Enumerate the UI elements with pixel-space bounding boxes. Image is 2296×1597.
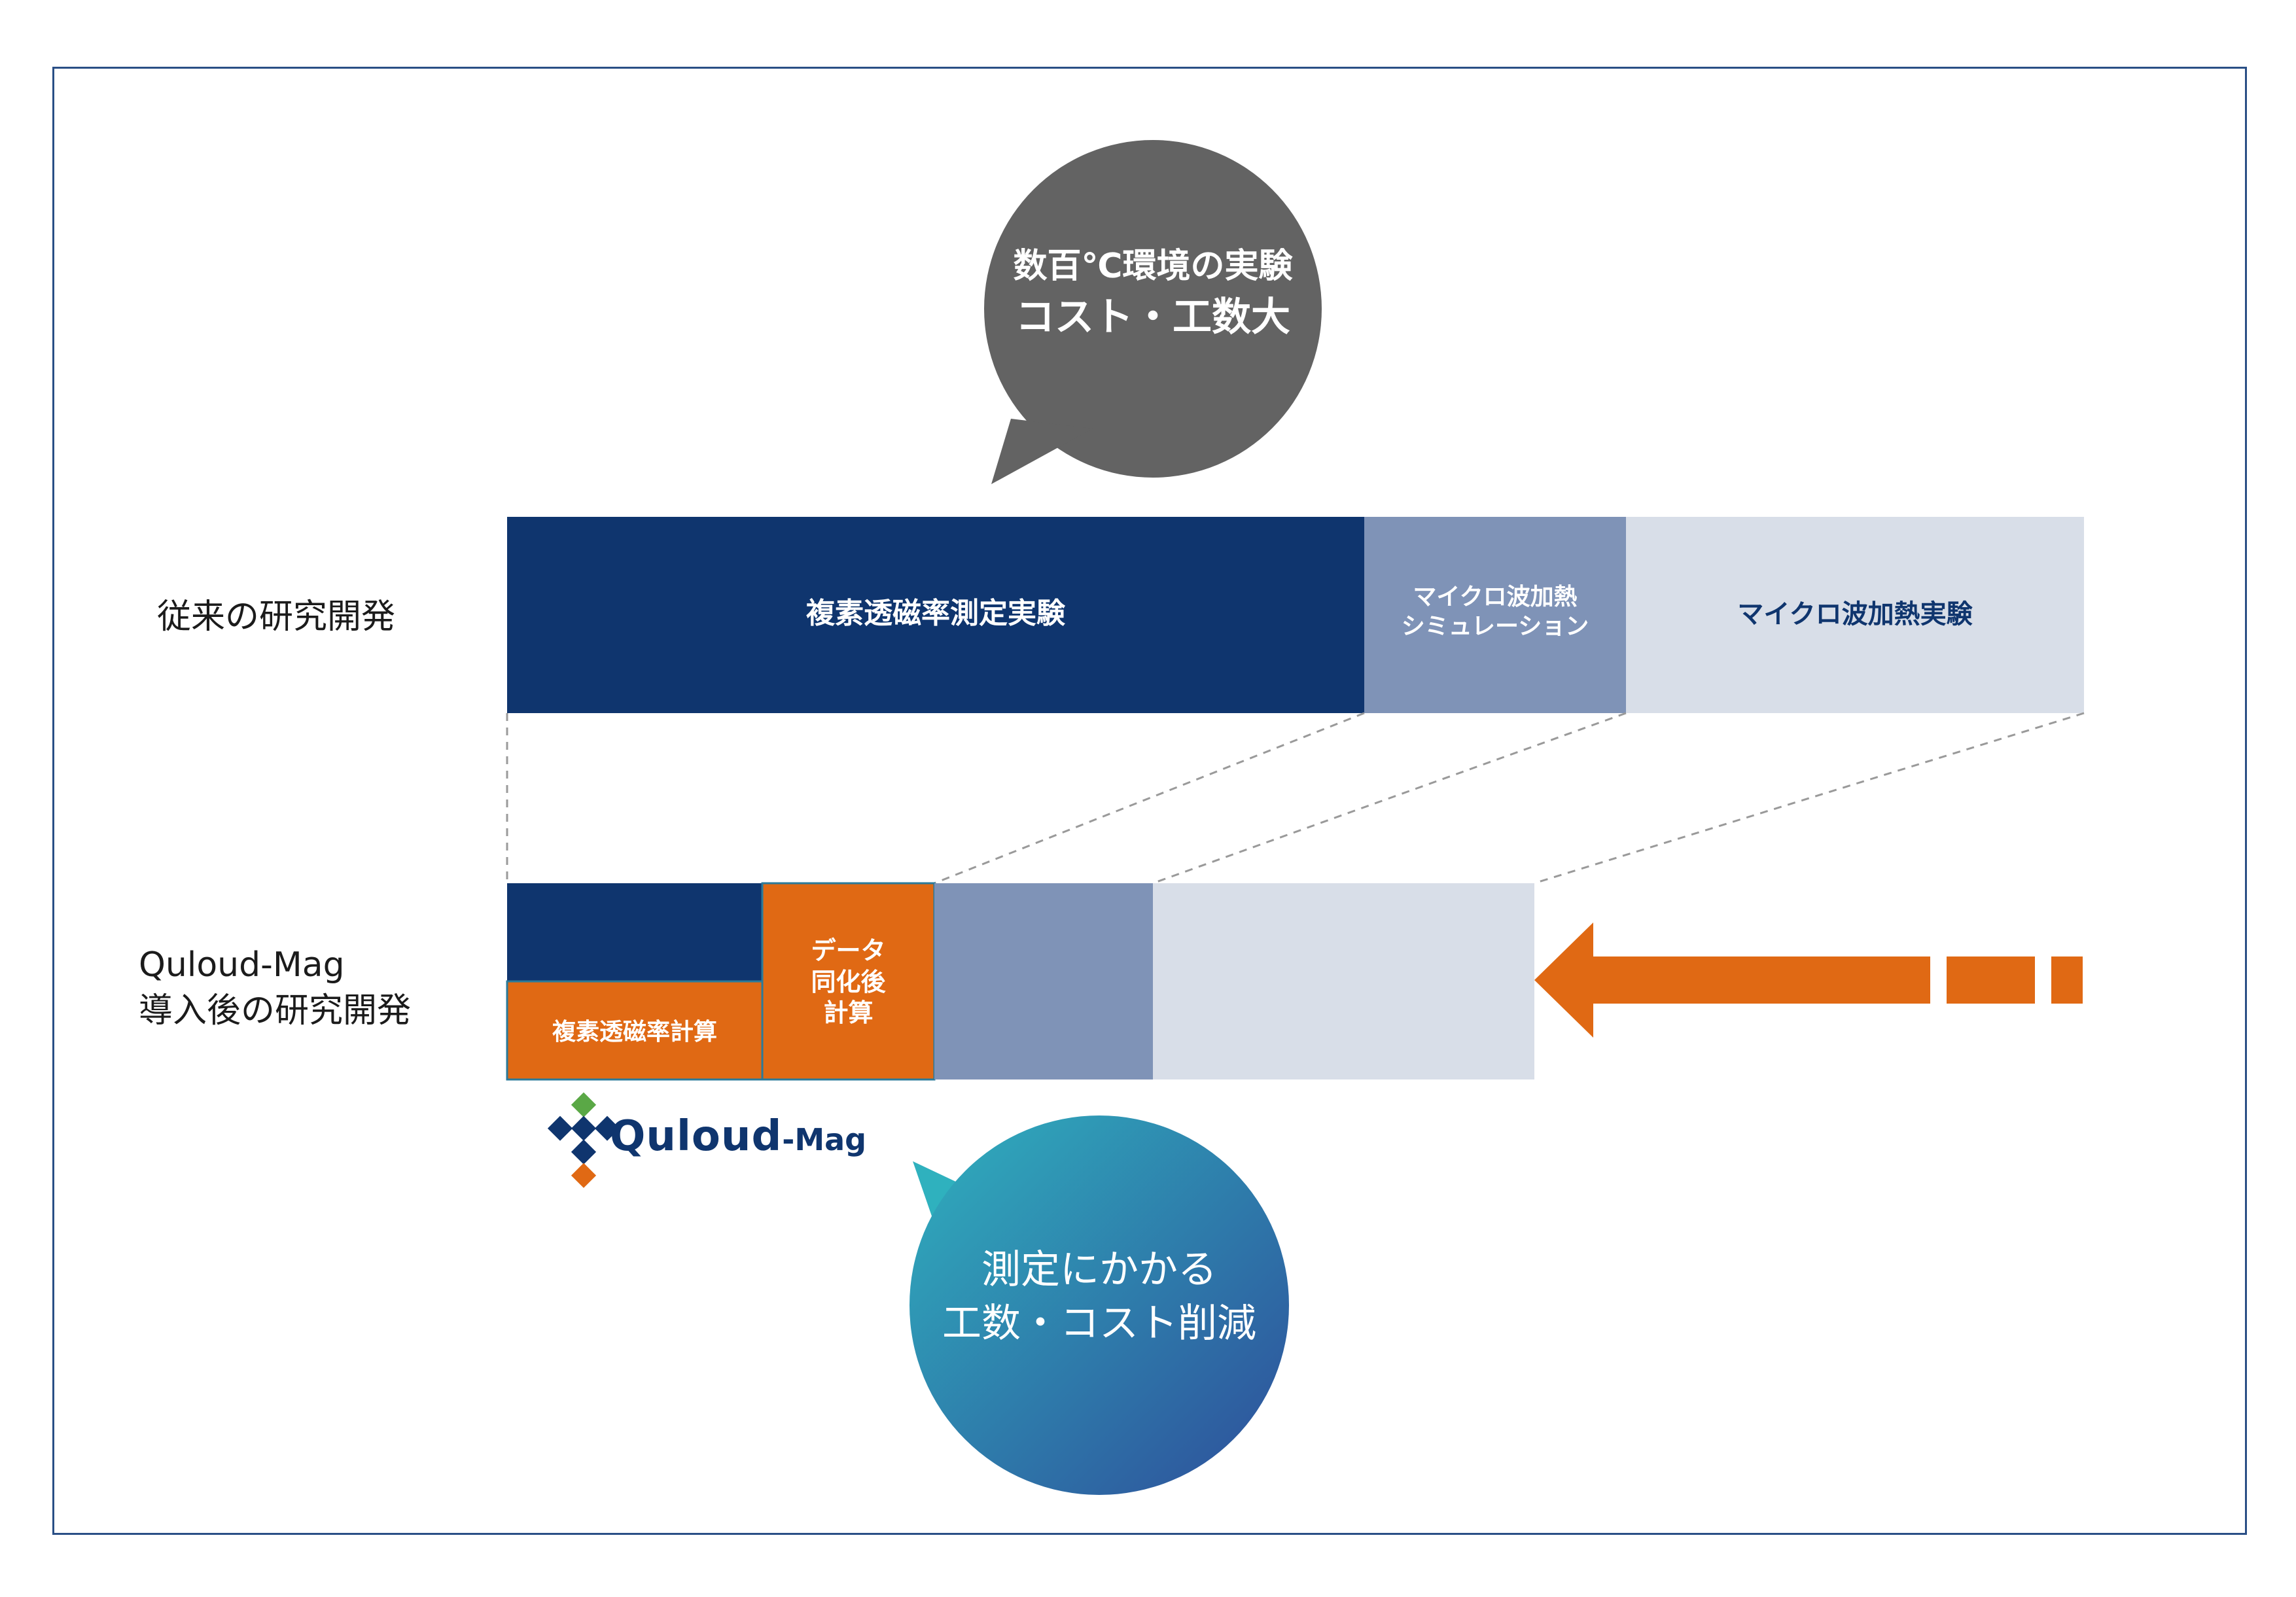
logo-name-main: Quloud [610,1112,783,1161]
bottom-bubble-line1: 測定にかかる [981,1247,1217,1293]
segment-microwave-simulation [1364,517,1626,713]
segment-permeability-experiment [507,517,1364,713]
bottom-speech-bubble [910,1115,1289,1495]
segment-permeability-calculation [506,980,764,1081]
segment-permeability-experiment-label: 複素透磁率測定実験 [806,597,1065,630]
top-bubble-line2: コスト・工数大 [1016,294,1290,340]
quloud-logo-mark [547,1092,620,1188]
quloud-logo-text: Quloud-Mag [610,1112,866,1161]
segment-quloud-simulation [934,883,1153,1079]
quloud-row-label: Quloud-Mag 導入後の研究開発 [139,942,411,1034]
quloud-row-label-line2: 導入後の研究開発 [139,991,412,1030]
segment-data-assimilation-label: データ 同化後 計算 [811,936,886,1027]
quloud-row-label-line1: Quloud-Mag [139,945,345,985]
segment-microwave-experiment-label: マイクロ波加熱実験 [1737,599,1973,629]
logo-name-suffix: -Mag [782,1122,867,1157]
conventional-row-label: 従来の研究開発 [157,597,396,637]
segment-quloud-experiment [1153,883,1534,1079]
segment-quloud-navy [507,883,762,981]
outer-frame [52,67,2247,1535]
bottom-bubble-line2: 工数・コスト削減 [942,1301,1256,1346]
bottom-bubble-text: 測定にかかる 工数・コスト削減 [923,1243,1276,1350]
segment-data-assimilation [761,882,936,1081]
segment-microwave-simulation-label: マイクロ波加熱 シミュレーション [1401,584,1589,640]
segment-permeability-calculation-label: 複素透磁率計算 [552,1019,717,1045]
reduction-arrow [1534,922,2083,1038]
top-speech-bubble [984,140,1322,484]
top-bubble-text: 数百℃環境の実験 コスト・工数大 [1002,241,1303,343]
connector-lines [506,712,2085,885]
top-bubble-line1: 数百℃環境の実験 [1013,247,1293,286]
segment-microwave-experiment [1626,517,2084,713]
